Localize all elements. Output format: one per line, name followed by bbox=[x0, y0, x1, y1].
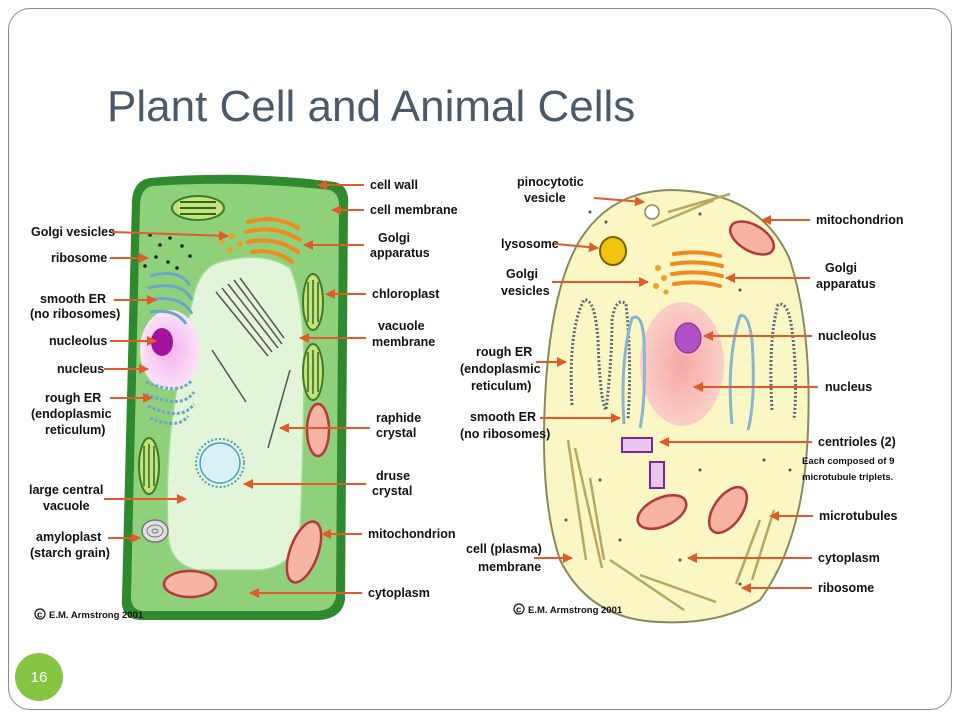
animal-cell bbox=[543, 188, 810, 624]
animal-mitochondria bbox=[636, 220, 776, 535]
animal-golgi-apparatus bbox=[670, 250, 724, 288]
plant-chloroplasts bbox=[138, 195, 324, 495]
label-a-cytoplasm: cytoplasm bbox=[818, 551, 880, 565]
label-a-ribosome: ribosome bbox=[818, 581, 874, 595]
label-mitochondrion: mitochondrion bbox=[368, 527, 456, 541]
label-vacuole-membrane-2: membrane bbox=[372, 335, 435, 349]
label-a-nucleolus: nucleolus bbox=[818, 329, 876, 343]
animal-copyright: c E.M. Armstrong 2001 bbox=[513, 603, 623, 616]
plant-raphide-crystals bbox=[211, 277, 291, 449]
plant-golgi-apparatus bbox=[244, 217, 302, 264]
label-rough-er-2: (endoplasmic bbox=[31, 407, 112, 421]
label-raphide-2: crystal bbox=[376, 426, 416, 440]
label-cell-membrane: cell membrane bbox=[370, 203, 458, 217]
page-number-badge: 16 bbox=[15, 653, 63, 701]
label-lysosome: lysosome bbox=[501, 237, 559, 251]
label-a-cell-membrane-1: cell (plasma) bbox=[466, 542, 542, 556]
animal-microtubules bbox=[566, 192, 776, 612]
plant-nucleolus bbox=[151, 328, 173, 356]
label-a-cell-membrane-2: membrane bbox=[478, 560, 541, 574]
label-druse-2: crystal bbox=[372, 484, 412, 498]
plant-golgi-vesicles bbox=[219, 233, 243, 253]
label-chloroplast: chloroplast bbox=[372, 287, 440, 301]
label-a-nucleus: nucleus bbox=[825, 380, 872, 394]
label-golgi-vesicles-1: Golgi bbox=[506, 267, 538, 281]
label-pinocytotic-2: vesicle bbox=[524, 191, 566, 205]
label-a-rough-er-1: rough ER bbox=[476, 345, 532, 359]
label-a-rough-er-2: (endoplasmic bbox=[460, 362, 541, 376]
label-vacuole-membrane-1: vacuole bbox=[378, 319, 425, 333]
plant-amyloplast bbox=[141, 519, 169, 543]
label-smooth-er-2: (no ribosomes) bbox=[30, 307, 120, 321]
label-golgi-vesicles: Golgi vesicles bbox=[31, 225, 115, 239]
label-druse-1: druse bbox=[376, 469, 410, 483]
label-amyloplast-2: (starch grain) bbox=[30, 546, 110, 560]
label-a-golgi-apparatus-1: Golgi bbox=[825, 261, 857, 275]
animal-nucleolus bbox=[674, 322, 702, 354]
label-ribosome: ribosome bbox=[51, 251, 107, 265]
label-nucleolus: nucleolus bbox=[49, 334, 107, 348]
label-a-rough-er-3: reticulum) bbox=[471, 379, 531, 393]
animal-smooth-er bbox=[621, 314, 755, 431]
label-amyloplast-1: amyloplast bbox=[36, 530, 102, 544]
label-large-vacuole-1: large central bbox=[29, 483, 103, 497]
animal-ribosomes bbox=[564, 210, 792, 586]
label-nucleus: nucleus bbox=[57, 362, 104, 376]
label-a-centrioles-note-1: Each composed of 9 bbox=[802, 456, 894, 467]
svg-text:c: c bbox=[516, 605, 521, 616]
animal-rough-er bbox=[569, 298, 798, 421]
label-cytoplasm: cytoplasm bbox=[368, 586, 430, 600]
label-a-centrioles-note-2: microtubule triplets. bbox=[802, 472, 893, 483]
animal-pinocytotic-vesicle bbox=[644, 204, 660, 220]
animal-centrioles bbox=[621, 437, 665, 489]
svg-text:c: c bbox=[37, 610, 42, 621]
label-golgi-apparatus-1: Golgi bbox=[378, 231, 410, 245]
animal-copyright-text: E.M. Armstrong 2001 bbox=[528, 605, 623, 616]
label-a-smooth-er-1: smooth ER bbox=[470, 410, 536, 424]
label-raphide-1: raphide bbox=[376, 411, 421, 425]
plant-cell bbox=[121, 174, 349, 621]
animal-nucleus bbox=[640, 302, 724, 426]
label-a-golgi-apparatus-2: apparatus bbox=[816, 277, 876, 291]
label-pinocytotic-1: pinocytotic bbox=[517, 175, 584, 189]
label-a-smooth-er-2: (no ribosomes) bbox=[460, 427, 550, 441]
animal-lysosome bbox=[599, 236, 627, 266]
label-rough-er-3: reticulum) bbox=[45, 423, 105, 437]
label-a-centrioles: centrioles (2) bbox=[818, 435, 896, 449]
plant-druse-crystal bbox=[195, 438, 245, 488]
label-a-mitochondrion: mitochondrion bbox=[816, 213, 904, 227]
animal-labels: pinocytotic vesicle lysosome Golgi vesic… bbox=[460, 175, 904, 616]
label-large-vacuole-2: vacuole bbox=[43, 499, 90, 513]
label-smooth-er-1: smooth ER bbox=[40, 292, 106, 306]
plant-copyright: c E.M. Armstrong 2001 bbox=[34, 608, 144, 621]
plant-copyright-text: E.M. Armstrong 2001 bbox=[49, 610, 144, 621]
animal-golgi-vesicles bbox=[653, 265, 669, 295]
label-golgi-apparatus-2: apparatus bbox=[370, 246, 430, 260]
label-a-microtubules: microtubules bbox=[819, 509, 898, 523]
label-rough-er-1: rough ER bbox=[45, 391, 101, 405]
plant-mitochondria bbox=[162, 402, 331, 599]
label-golgi-vesicles-2: vesicles bbox=[501, 284, 550, 298]
label-cell-wall: cell wall bbox=[370, 178, 418, 192]
slide-title: Plant Cell and Animal Cells bbox=[107, 82, 636, 131]
plant-labels: cell wall cell membrane Golgi apparatus … bbox=[29, 178, 458, 621]
